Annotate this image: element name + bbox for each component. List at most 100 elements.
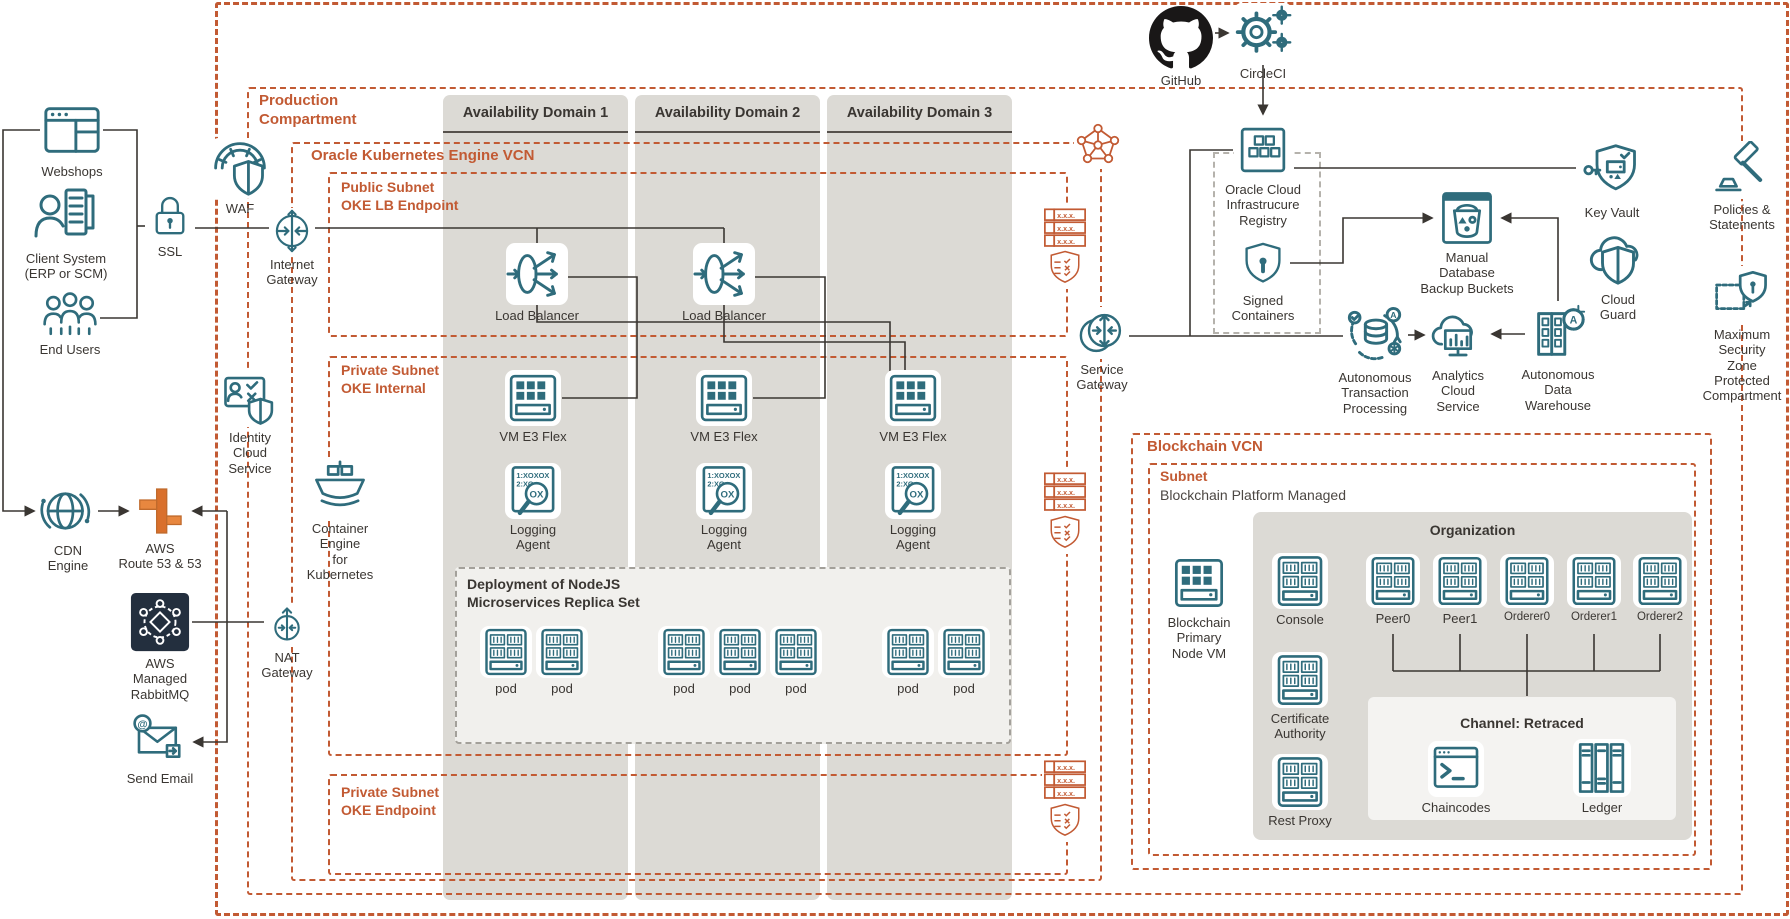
logging-agent-2-label: Logging Agent <box>700 522 748 553</box>
node-console: Console <box>1255 553 1345 627</box>
node-vm-e3-flex-3: VM E3 Flex <box>858 370 968 444</box>
aws-route53-label: AWS Route 53 & 53 <box>118 541 202 572</box>
chaincodes-label: Chaincodes <box>1421 800 1491 815</box>
cloud-guard-icon <box>1587 227 1649 289</box>
client-system-label: Client System (ERP or SCM) <box>24 251 108 282</box>
node-aws-rabbitmq: AWS Managed RabbitMQ <box>105 591 215 702</box>
private-subnet-internal-label: Private Subnet OKE Internal <box>341 362 440 396</box>
peer1-label: Peer1 <box>1442 611 1478 626</box>
pod-1-icon <box>480 626 532 678</box>
container-engine-icon <box>311 460 369 518</box>
load-balancer-2-label: Load Balancer <box>682 308 766 323</box>
route-table-2-icon: x.x.x. x.x.x.x.x.x. <box>1042 469 1088 515</box>
blockchain-subnet-label: Subnet <box>1160 468 1208 484</box>
signed-containers-label: Signed Containers <box>1231 293 1295 324</box>
channel-title: Channel: Retraced <box>1460 715 1584 731</box>
nat-gateway-icon <box>265 603 309 647</box>
logging-agent-1-label: Logging Agent <box>509 522 557 553</box>
peer1-icon <box>1433 554 1487 608</box>
pod-4-label: pod <box>729 681 751 696</box>
analytics-cloud-icon <box>1429 307 1487 365</box>
pod-7-label: pod <box>953 681 975 696</box>
availability-domain-1-header: Availability Domain 1 <box>443 95 628 133</box>
node-nat-gateway: NAT Gateway <box>242 603 332 681</box>
backup-buckets-icon <box>1438 189 1496 247</box>
svg-text:x.x.x.: x.x.x. <box>1057 225 1075 233</box>
availability-domain-2-header: Availability Domain 2 <box>635 95 820 133</box>
send-email-label: Send Email <box>126 771 194 786</box>
node-backup-buckets: Manual Database Backup Buckets <box>1402 189 1532 296</box>
policies-statements-label: Policies & Statements <box>1709 202 1775 233</box>
node-oci-registry: Oracle Cloud Infrastrucure Registry <box>1208 121 1318 228</box>
node-key-vault: Key Vault <box>1562 142 1662 220</box>
availability-domain-3-header: Availability Domain 3 <box>827 95 1012 133</box>
aws-route53-icon <box>133 484 187 538</box>
node-policies-statements: Policies & Statements <box>1692 140 1790 233</box>
svg-text:1:XOXOX: 1:XOXOX <box>516 471 549 480</box>
node-ssl: SSL <box>130 191 210 259</box>
key-vault-icon <box>1582 142 1642 202</box>
rest-proxy-label: Rest Proxy <box>1268 813 1332 828</box>
svg-text:1:XOXOX: 1:XOXOX <box>707 471 740 480</box>
node-cdn-engine: CDN Engine <box>23 482 113 574</box>
oke-vcn-label: Oracle Kubernetes Engine VCN <box>311 147 535 164</box>
container-engine-label: Container Engine for Kubernetes <box>306 521 374 582</box>
node-orderer1: Orderer1 <box>1559 554 1629 625</box>
svg-text:x.x.x.: x.x.x. <box>1057 212 1075 220</box>
svg-text:2:XO: 2:XO <box>516 480 534 489</box>
load-balancer-2-icon <box>693 243 755 305</box>
pod-2-icon <box>536 626 588 678</box>
pod-2-label: pod <box>551 681 573 696</box>
ssl-label: SSL <box>157 244 183 259</box>
svg-text:2:XO: 2:XO <box>707 480 725 489</box>
node-security-list-2 <box>1045 514 1085 554</box>
orderer1-label: Orderer1 <box>1570 611 1618 623</box>
svg-text:1:XOXOX: 1:XOXOX <box>896 471 929 480</box>
logging-agent-3-label: Logging Agent <box>889 522 937 553</box>
node-analytics-cloud: Analytics Cloud Service <box>1412 307 1504 414</box>
end-users-icon <box>42 283 98 339</box>
node-route-table-2: x.x.x. x.x.x.x.x.x. <box>1042 469 1088 515</box>
node-pod-2: pod <box>532 626 592 696</box>
pod-1-label: pod <box>495 681 517 696</box>
console-icon <box>1272 553 1328 609</box>
node-max-security-zone: Maximum Security Zone Protected Compartm… <box>1692 266 1790 404</box>
vcn-icon <box>1074 121 1122 169</box>
node-pod-4: pod <box>710 626 770 696</box>
node-load-balancer-1: Load Balancer <box>477 243 597 323</box>
orderer0-label: Orderer0 <box>1503 611 1551 623</box>
svg-text:OX: OX <box>721 490 735 501</box>
analytics-cloud-label: Analytics Cloud Service <box>1431 368 1485 414</box>
node-atp: A Autonomous Transaction Processing <box>1320 305 1430 416</box>
signed-containers-icon <box>1238 240 1288 290</box>
svg-text:x.x.x.: x.x.x. <box>1057 764 1075 772</box>
organization-title: Organization <box>1429 522 1516 538</box>
blockchain-vcn-label: Blockchain VCN <box>1147 438 1263 455</box>
node-blockchain-primary-node: Blockchain Primary Node VM <box>1144 554 1254 661</box>
github-label: GitHub <box>1160 73 1202 88</box>
svg-text:x.x.x.: x.x.x. <box>1057 777 1075 785</box>
waf-icon <box>210 138 270 198</box>
policies-statements-icon <box>1713 140 1771 199</box>
github-icon <box>1149 6 1213 70</box>
orderer0-icon <box>1500 554 1554 608</box>
identity-cloud-service-icon <box>222 371 278 427</box>
node-end-users: End Users <box>15 283 125 357</box>
pod-6-icon <box>882 626 934 678</box>
security-list-1-icon <box>1045 249 1085 289</box>
node-pod-1: pod <box>476 626 536 696</box>
pod-3-label: pod <box>673 681 695 696</box>
console-label: Console <box>1276 612 1324 627</box>
svg-text:x.x.x.: x.x.x. <box>1057 476 1075 484</box>
orderer1-icon <box>1567 554 1621 608</box>
load-balancer-1-icon <box>506 243 568 305</box>
node-security-list-3 <box>1045 802 1085 842</box>
vm-e3-flex-1-label: VM E3 Flex <box>499 429 567 444</box>
node-aws-route53: AWS Route 53 & 53 <box>104 484 216 572</box>
logging-agent-1-icon: 1:XOXOX 2:XO OX <box>505 463 561 519</box>
production-compartment-label: Production Compartment <box>259 92 357 128</box>
svg-text:x.x.x.: x.x.x. <box>1057 502 1075 510</box>
node-internet-gateway: Internet Gateway <box>245 208 339 288</box>
certificate-authority-label: Certificate Authority <box>1270 711 1330 742</box>
ssl-icon <box>145 191 195 241</box>
